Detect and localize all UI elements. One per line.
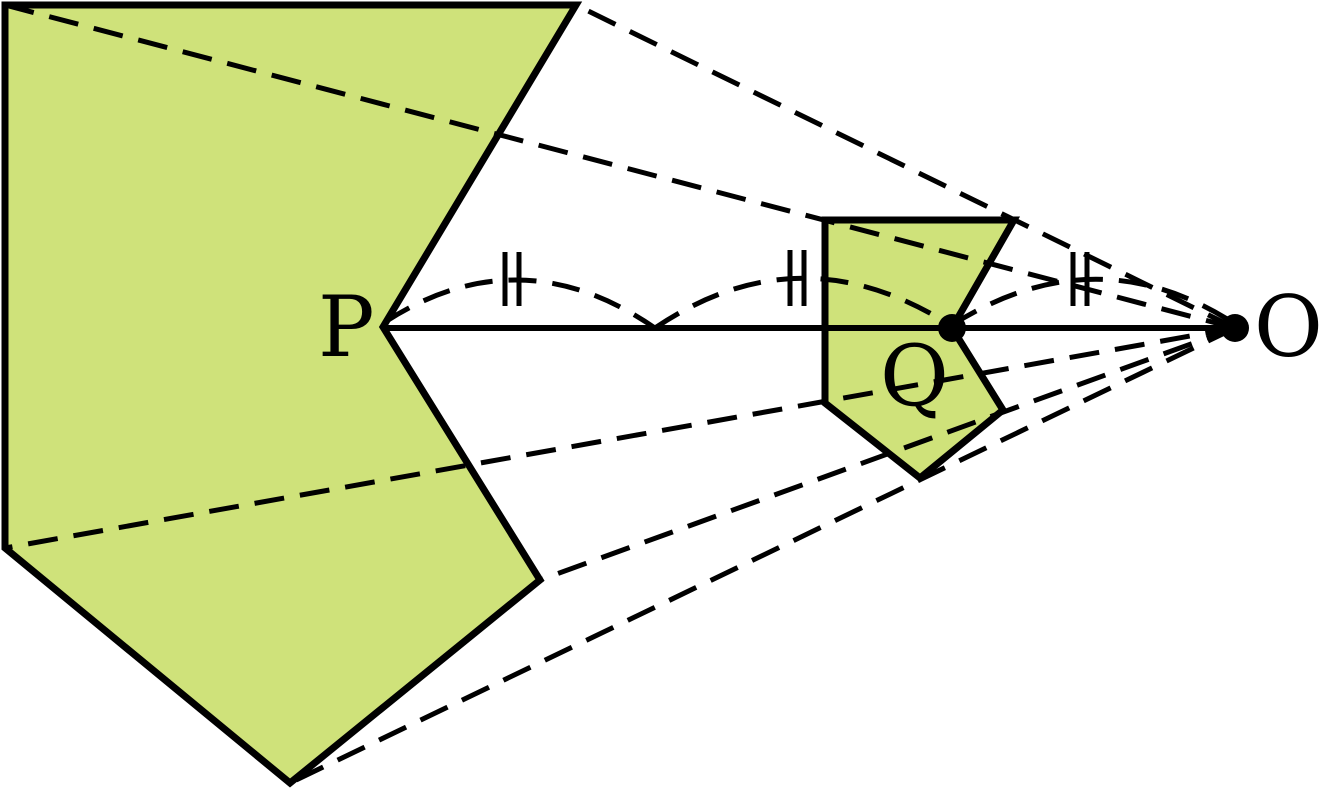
equal-arcs [383, 275, 1234, 331]
large-pentagon [1, 1, 583, 788]
tick-marks [502, 250, 1090, 306]
point-o-dot [1221, 314, 1249, 342]
ray-top-right [574, 2, 1237, 331]
projection-rays [4, 2, 1237, 786]
point-q-dot [938, 314, 966, 342]
ray-lower-right [539, 325, 1236, 583]
label-o: O [1254, 278, 1323, 376]
ray-bottom [288, 325, 1237, 786]
ray-top-left [4, 2, 1236, 331]
label-p: P [318, 278, 375, 376]
label-q: Q [880, 327, 949, 425]
tick-mark-1 [502, 252, 522, 306]
tick-mark-2 [787, 250, 807, 306]
ray-lower-left [4, 325, 1236, 551]
arc-mid-to-q [653, 275, 952, 331]
tick-mark-3 [1070, 252, 1090, 306]
arc-q-to-o [950, 276, 1234, 328]
